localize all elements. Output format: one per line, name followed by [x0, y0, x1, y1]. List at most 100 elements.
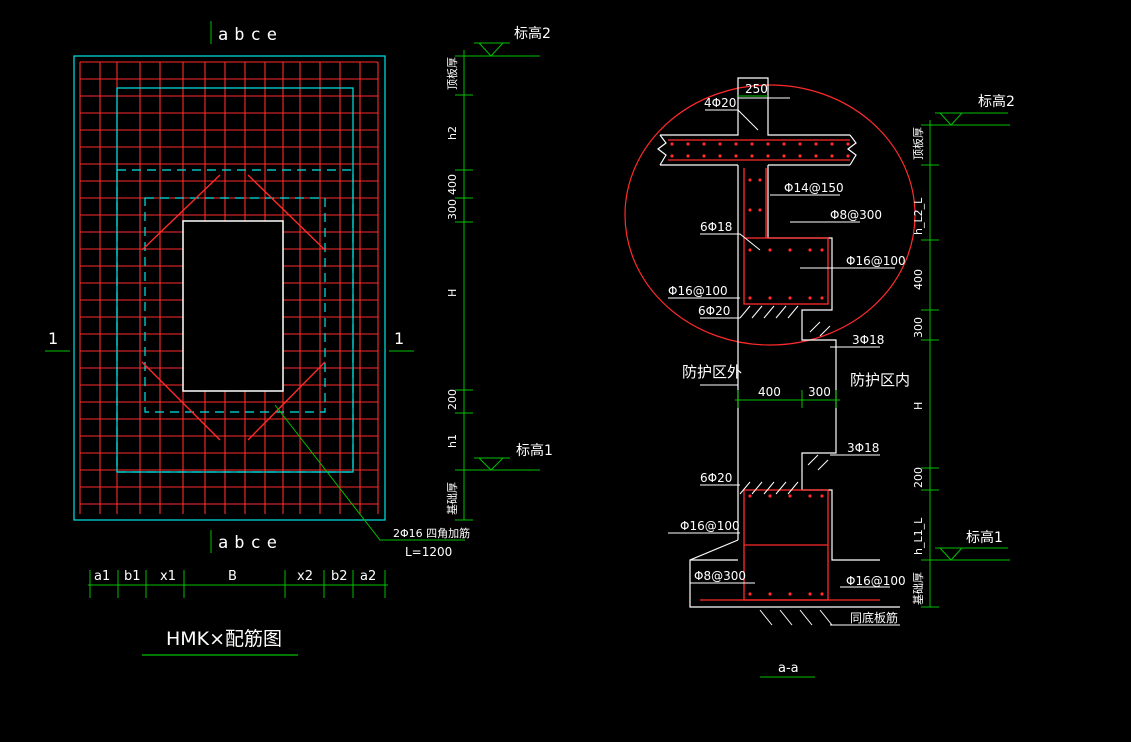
rebar-dot: [702, 142, 706, 146]
plan-dimension-chain: [88, 570, 388, 598]
label-ring-e: Φ8@300: [694, 569, 746, 583]
dim-b2: b2: [331, 569, 348, 584]
rebar-dot: [788, 248, 792, 252]
right-bottom-level: 标高1: [966, 529, 1003, 546]
rdim-foundation: 基础厚: [912, 572, 925, 605]
label-ring-a: Φ8@300: [830, 208, 882, 222]
dim-x1: x1: [160, 569, 176, 584]
label-top-width: 250: [745, 82, 768, 96]
dim-200: 200: [446, 389, 459, 410]
plan-opening: [182, 220, 284, 392]
top-section-mark: abce: [218, 25, 283, 45]
rebar-dot: [686, 142, 690, 146]
rebar-dot: [748, 494, 752, 498]
rebar-dot: [814, 154, 818, 158]
rebar-dot: [808, 592, 812, 596]
rebar-dot: [798, 154, 802, 158]
plan-dimension-labels: a1 b1 x1 B x2 b2 a2: [94, 569, 376, 584]
label-ring-b: Φ16@100: [846, 254, 906, 268]
rebar-dot: [748, 208, 752, 212]
plan-outer-outline: [73, 55, 386, 521]
rdim-h1: h_L1_L: [912, 517, 925, 555]
label-w300: 300: [808, 385, 831, 399]
elevation-dims-left: 标高2 标高1 顶板厚 h2 400 300 H 200 h1 基础厚: [445, 25, 553, 521]
label-6-20-bot: 6Φ20: [700, 471, 732, 485]
rebar-dot: [808, 296, 812, 300]
corner-bar-length: L=1200: [405, 545, 452, 559]
rdim-400: 400: [912, 269, 925, 290]
label-3-18-top: 3Φ18: [852, 333, 884, 347]
leader-lines: [668, 97, 900, 626]
rebar-dot: [846, 154, 850, 158]
rebar-dot: [750, 154, 754, 158]
rdim-200: 200: [912, 467, 925, 488]
tick-marks: [739, 305, 833, 626]
right-top-level: 标高2: [978, 93, 1015, 110]
dim-foundation: 基础厚: [446, 482, 459, 515]
dim-a1: a1: [94, 569, 110, 584]
label-3-18-bot: 3Φ18: [847, 441, 879, 455]
rebar-dot: [766, 154, 770, 158]
left-top-level: 标高2: [514, 25, 551, 42]
corner-bars: [141, 174, 326, 441]
rdim-300: 300: [912, 317, 925, 338]
label-ring-c: Φ16@100: [668, 284, 728, 298]
right-mark: 1: [394, 329, 404, 348]
label-inside: 防护区内: [850, 371, 910, 389]
plan-title: HMK×配筋图: [166, 628, 282, 650]
section-width-dims: [735, 95, 840, 408]
rebar-dot: [820, 592, 824, 596]
dim-a2: a2: [360, 569, 376, 584]
rebar-dot: [820, 248, 824, 252]
rebar-dot: [766, 142, 770, 146]
rebar-dot: [820, 296, 824, 300]
left-bottom-level: 标高1: [516, 442, 553, 459]
plan-view: abce 1 1 abce 2Φ16 四角加筋 L=1200: [45, 21, 470, 656]
section-view: 250 4Φ20 Φ14@150 Φ8@300 6Φ18 Φ16@100 Φ16…: [624, 77, 916, 678]
dim-H: H: [446, 289, 459, 297]
rebar-dot: [718, 154, 722, 158]
rebar-dot: [750, 142, 754, 146]
rebar-dot: [768, 592, 772, 596]
rebar-dot: [846, 142, 850, 146]
dim-300: 300: [446, 199, 459, 220]
label-ring-d: Φ16@100: [680, 519, 740, 533]
section-labels: 250 4Φ20 Φ14@150 Φ8@300 6Φ18 Φ16@100 Φ16…: [668, 82, 906, 625]
rebar-dot: [670, 142, 674, 146]
rebar-dot: [820, 494, 824, 498]
rebar-dot: [830, 142, 834, 146]
bottom-section-mark: abce: [218, 533, 283, 553]
label-w400: 400: [758, 385, 781, 399]
rebar-dot: [782, 142, 786, 146]
dim-400: 400: [446, 174, 459, 195]
rebar-dot: [686, 154, 690, 158]
rebar-dot: [808, 494, 812, 498]
rebar-dot: [788, 296, 792, 300]
dim-h2: h2: [446, 126, 459, 140]
label-6-20-top: 6Φ20: [698, 304, 730, 318]
detail-circle: [624, 84, 916, 346]
elevation-dims-right: 标高2 标高1 顶板厚 h_L2_L 400 300 H 200 h_L1_L …: [911, 93, 1015, 608]
rebar-dot: [748, 248, 752, 252]
rdim-top-slab: 顶板厚: [911, 127, 925, 160]
rebar-dot: [758, 208, 762, 212]
rdim-H: H: [912, 402, 925, 410]
rebar-dot: [830, 154, 834, 158]
rebar-dot: [734, 142, 738, 146]
rebar-dot: [670, 154, 674, 158]
label-outside: 防护区外: [682, 363, 742, 381]
rebar-dot: [814, 142, 818, 146]
corner-bar-note: 2Φ16 四角加筋: [393, 526, 470, 540]
section-rebar: [668, 139, 880, 601]
label-base-bar: 同底板筋: [850, 610, 898, 625]
section-title: a-a: [778, 661, 799, 676]
label-stirrup-top: Φ14@150: [784, 181, 844, 195]
rebar-dot: [748, 178, 752, 182]
rebar-dot: [748, 296, 752, 300]
dim-x2: x2: [297, 569, 313, 584]
label-ring-f: Φ16@100: [846, 574, 906, 588]
label-6-18: 6Φ18: [700, 220, 732, 234]
rebar-dot: [782, 154, 786, 158]
dim-top-slab: 顶板厚: [445, 57, 459, 90]
